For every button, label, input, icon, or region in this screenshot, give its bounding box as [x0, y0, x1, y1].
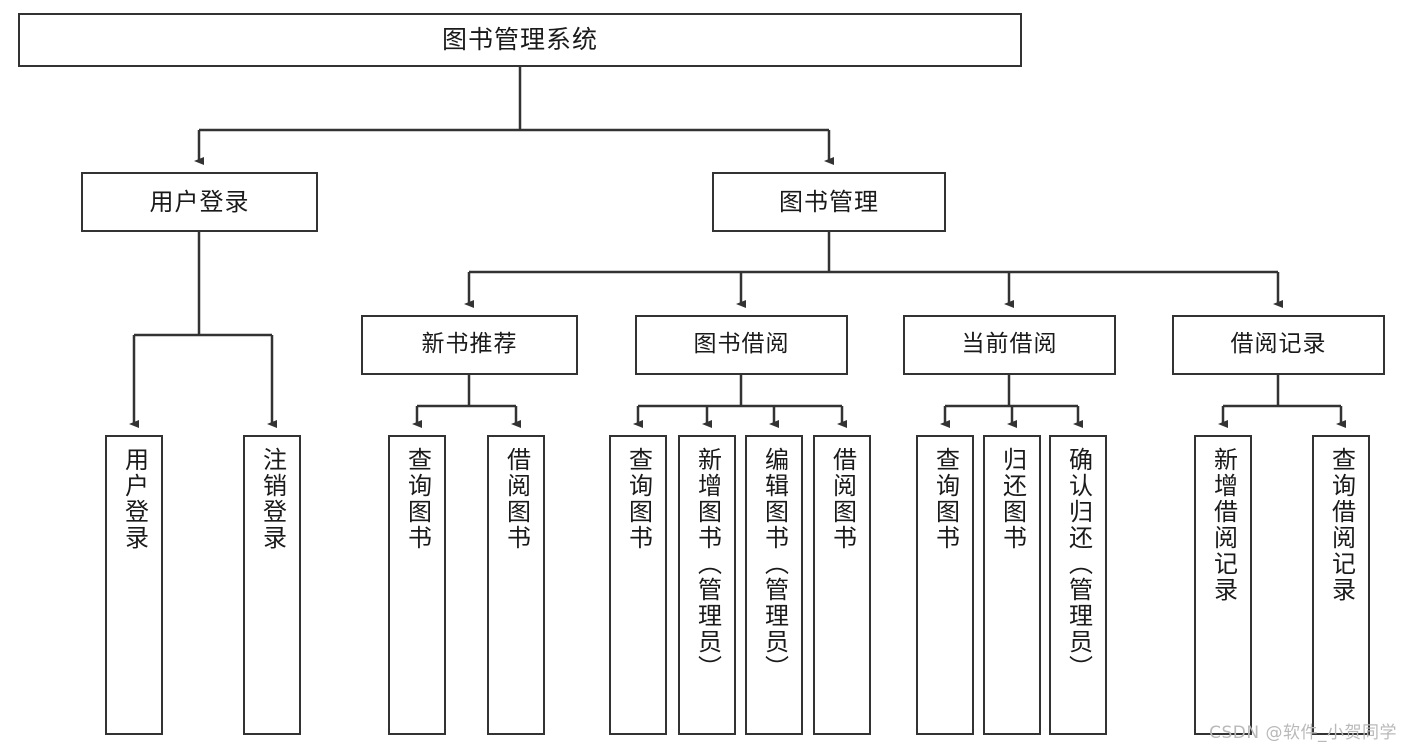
node-book-borrow-label: 图书借阅: [693, 331, 790, 358]
node-leaf-add-book-admin[interactable]: 新增图书（管理员）: [678, 435, 736, 735]
node-leaf-query-book-new-label: 查询图书: [403, 447, 432, 551]
node-current-borrow-label: 当前借阅: [961, 331, 1058, 358]
node-new-book-recommend[interactable]: 新书推荐: [361, 315, 578, 375]
node-leaf-borrow-book-new-label: 借阅图书: [502, 447, 531, 551]
node-leaf-add-borrow-record[interactable]: 新增借阅记录: [1194, 435, 1252, 735]
node-root[interactable]: 图书管理系统: [18, 13, 1022, 67]
node-user-login-label: 用户登录: [149, 187, 250, 216]
node-leaf-query-book-current[interactable]: 查询图书: [916, 435, 974, 735]
node-leaf-user-login-label: 用户登录: [120, 447, 149, 551]
node-leaf-borrow-book[interactable]: 借阅图书: [813, 435, 871, 735]
node-leaf-borrow-book-new[interactable]: 借阅图书: [487, 435, 545, 735]
node-book-manage-label: 图书管理: [779, 187, 879, 216]
node-leaf-borrow-book-label: 借阅图书: [828, 447, 857, 551]
node-leaf-query-book-new[interactable]: 查询图书: [388, 435, 446, 735]
node-user-login[interactable]: 用户登录: [81, 172, 318, 232]
node-leaf-return-book-label: 归还图书: [998, 447, 1027, 551]
node-leaf-query-book-current-label: 查询图书: [931, 447, 960, 551]
node-book-manage[interactable]: 图书管理: [712, 172, 946, 232]
node-leaf-user-login[interactable]: 用户登录: [105, 435, 163, 735]
node-borrow-record[interactable]: 借阅记录: [1172, 315, 1385, 375]
node-leaf-logout-login-label: 注销登录: [258, 447, 287, 551]
node-leaf-query-book-borrow[interactable]: 查询图书: [609, 435, 667, 735]
node-current-borrow[interactable]: 当前借阅: [903, 315, 1116, 375]
node-root-label: 图书管理系统: [441, 25, 598, 55]
node-leaf-add-borrow-record-label: 新增借阅记录: [1209, 447, 1238, 603]
node-leaf-return-book[interactable]: 归还图书: [983, 435, 1041, 735]
node-leaf-logout-login[interactable]: 注销登录: [243, 435, 301, 735]
node-leaf-edit-book-admin-label: 编辑图书（管理员）: [760, 447, 789, 681]
node-leaf-query-borrow-record-label: 查询借阅记录: [1327, 447, 1356, 603]
node-leaf-query-borrow-record[interactable]: 查询借阅记录: [1312, 435, 1370, 735]
node-leaf-confirm-return-admin-label: 确认归还（管理员）: [1064, 447, 1093, 681]
node-leaf-edit-book-admin[interactable]: 编辑图书（管理员）: [745, 435, 803, 735]
node-book-borrow[interactable]: 图书借阅: [635, 315, 848, 375]
node-new-book-recommend-label: 新书推荐: [421, 331, 518, 358]
watermark: CSDN @软件_小贺同学: [1209, 723, 1397, 743]
node-borrow-record-label: 借阅记录: [1230, 331, 1327, 358]
node-leaf-add-book-admin-label: 新增图书（管理员）: [693, 447, 722, 681]
node-leaf-confirm-return-admin[interactable]: 确认归还（管理员）: [1049, 435, 1107, 735]
node-leaf-query-book-borrow-label: 查询图书: [624, 447, 653, 551]
